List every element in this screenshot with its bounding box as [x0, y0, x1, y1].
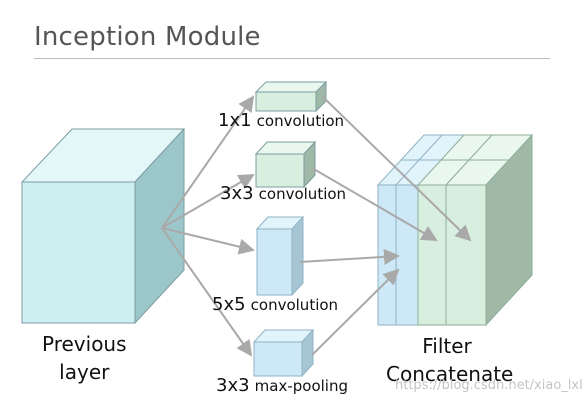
filter-concatenate-stack	[376, 133, 534, 327]
conv-5x5-block	[255, 215, 305, 297]
conv-1x1-size: 1x1	[218, 110, 252, 131]
conv-5x5-size: 5x5	[212, 294, 246, 315]
previous-layer-cube	[20, 127, 186, 325]
max-pool-type: max-pooling	[254, 377, 348, 395]
conv-5x5-type: convolution	[250, 296, 339, 314]
previous-layer-line1: Previous	[42, 332, 127, 356]
conv-3x3-block	[254, 140, 317, 189]
output-arrows	[299, 95, 472, 356]
conv-3x3-type: convolution	[258, 185, 347, 203]
conv-3x3-size: 3x3	[220, 183, 254, 204]
filter-concatenate-line1: Filter	[422, 334, 472, 358]
filter-concatenate-line2: Concatenate	[386, 362, 514, 386]
max-pool-label: 3x3 max-pooling	[216, 375, 348, 396]
diagram-title: Inception Module	[34, 22, 261, 52]
conv-1x1-label: 1x1 convolution	[218, 110, 344, 131]
conv-5x5-label: 5x5 convolution	[212, 294, 338, 315]
previous-layer-line2: layer	[59, 360, 110, 384]
conv-1x1-type: convolution	[256, 112, 345, 130]
conv-1x1-block	[254, 80, 328, 113]
max-pool-size: 3x3	[216, 375, 250, 396]
title-divider	[34, 58, 550, 59]
previous-layer-label: Previous layer	[42, 330, 127, 386]
conv-3x3-label: 3x3 convolution	[220, 183, 346, 204]
max-pool-block	[252, 328, 315, 378]
watermark: https://blog.csdn.net/xiao_lxl	[395, 378, 583, 393]
input-arrows	[161, 95, 255, 357]
filter-concatenate-label: Filter Concatenate	[386, 332, 514, 388]
